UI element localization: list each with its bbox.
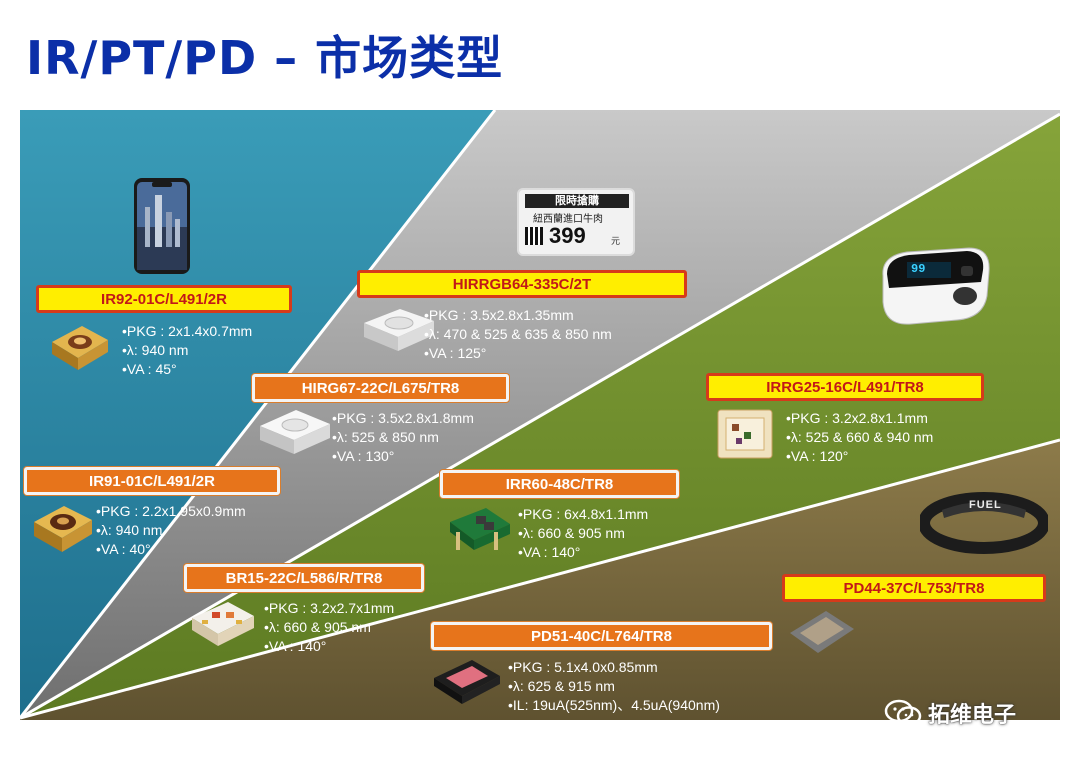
spec-va: VA : 140° xyxy=(264,637,394,656)
spec-wavelength: λ: 660 & 905 nm xyxy=(264,618,394,637)
spec-pkg: PKG : 2.2x1.95x0.9mm xyxy=(96,502,246,521)
esl-item: 紐西蘭進口牛肉 xyxy=(533,214,603,225)
oximeter-reading: 99 xyxy=(911,262,926,276)
band-brand: FUEL xyxy=(969,499,1002,511)
label-ir92: IR92-01C/L491/2R xyxy=(36,285,292,313)
spec-va: VA : 125° xyxy=(424,344,612,363)
label-hirg67: HIRG67-22C/L675/TR8 xyxy=(252,374,509,402)
spec-pkg: PKG : 6x4.8x1.1mm xyxy=(518,505,648,524)
br15-chip-icon xyxy=(192,602,254,646)
spec-irrg25: PKG : 3.2x2.8x1.1mm λ: 525 & 660 & 940 n… xyxy=(786,409,933,466)
spec-wavelength: λ: 525 & 850 nm xyxy=(332,428,474,447)
spec-wavelength: λ: 625 & 915 nm xyxy=(508,677,720,696)
spec-pkg: PKG : 3.2x2.7x1mm xyxy=(264,599,394,618)
spec-va: VA : 40° xyxy=(96,540,246,559)
spec-va: VA : 120° xyxy=(786,447,933,466)
spec-pkg: PKG : 5.1x4.0x0.85mm xyxy=(508,658,720,677)
spec-ir91: PKG : 2.2x1.95x0.9mm λ: 940 nm VA : 40° xyxy=(96,502,246,559)
smartphone-icon xyxy=(134,178,190,274)
page-title: IR/PT/PD – 市场类型 xyxy=(26,31,504,85)
label-irr60: IRR60-48C/TR8 xyxy=(440,470,679,498)
spec-irr60: PKG : 6x4.8x1.1mm λ: 660 & 905 nm VA : 1… xyxy=(518,505,648,562)
spec-wavelength: λ: 525 & 660 & 940 nm xyxy=(786,428,933,447)
spec-wavelength: λ: 470 & 525 & 635 & 850 nm xyxy=(424,325,612,344)
spec-va: VA : 130° xyxy=(332,447,474,466)
spec-pkg: PKG : 3.5x2.8x1.35mm xyxy=(424,306,612,325)
esl-tag: 限時搶購 紐西蘭進口牛肉 399 元 xyxy=(517,188,635,256)
spec-va: VA : 140° xyxy=(518,543,648,562)
spec-il: IL: 19uA(525nm)、4.5uA(940nm) xyxy=(508,696,720,715)
qr-code-icon xyxy=(525,227,543,245)
spec-wavelength: λ: 940 nm xyxy=(96,521,246,540)
label-hirrgb: HIRRGB64-335C/2T xyxy=(357,270,687,298)
label-pd44: PD44-37C/L753/TR8 xyxy=(782,574,1046,602)
wechat-icon xyxy=(884,699,922,726)
label-pd51: PD51-40C/L764/TR8 xyxy=(431,622,772,650)
spec-wavelength: λ: 940 nm xyxy=(122,341,252,360)
ir92-chip-icon xyxy=(52,326,108,370)
irr60-chip-icon xyxy=(450,508,510,550)
irrg25-chip-icon xyxy=(717,409,773,459)
spec-pkg: PKG : 3.2x2.8x1.1mm xyxy=(786,409,933,428)
oximeter-icon xyxy=(882,247,990,325)
spec-pkg: PKG : 2x1.4x0.7mm xyxy=(122,322,252,341)
label-ir91: IR91-01C/L491/2R xyxy=(24,467,280,495)
spec-hirrgb: PKG : 3.5x2.8x1.35mm λ: 470 & 525 & 635 … xyxy=(424,306,612,363)
esl-price: 399 xyxy=(549,223,586,248)
pd51-chip-icon xyxy=(434,660,500,704)
spec-br15: PKG : 3.2x2.7x1mm λ: 660 & 905 nm VA : 1… xyxy=(264,599,394,656)
spec-pd51: PKG : 5.1x4.0x0.85mm λ: 625 & 915 nm IL:… xyxy=(508,658,720,715)
watermark: 拓维电子 xyxy=(884,697,1016,729)
esl-banner: 限時搶購 xyxy=(525,194,629,208)
spec-hirg67: PKG : 3.5x2.8x1.8mm λ: 525 & 850 nm VA :… xyxy=(332,409,474,466)
esl-unit: 元 xyxy=(611,237,621,247)
hirg67-chip-icon xyxy=(260,410,330,454)
spec-wavelength: λ: 660 & 905 nm xyxy=(518,524,648,543)
label-br15: BR15-22C/L586/R/TR8 xyxy=(184,564,424,592)
spec-ir92: PKG : 2x1.4x0.7mm λ: 940 nm VA : 45° xyxy=(122,322,252,379)
spec-pkg: PKG : 3.5x2.8x1.8mm xyxy=(332,409,474,428)
fitness-band-icon xyxy=(920,492,1048,554)
label-irrg25: IRRG25-16C/L491/TR8 xyxy=(706,373,984,401)
pd44-chip-icon xyxy=(790,611,854,653)
ir91-chip-icon xyxy=(34,506,92,552)
spec-va: VA : 45° xyxy=(122,360,252,379)
watermark-text: 拓维电子 xyxy=(928,703,1017,728)
